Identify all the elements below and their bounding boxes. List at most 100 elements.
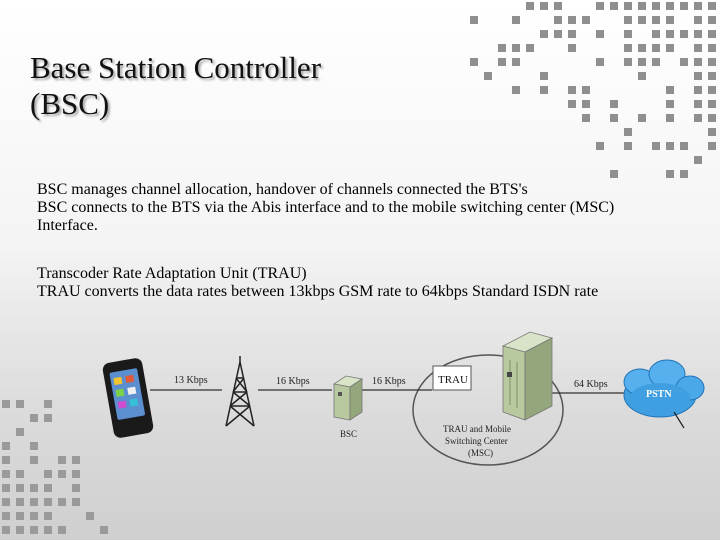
decor-square (652, 2, 660, 10)
decor-square (568, 16, 576, 24)
label-16kbps-bts: 16 Kbps (276, 376, 310, 387)
decor-square (666, 16, 674, 24)
decor-square (680, 170, 688, 178)
label-bsc: BSC (340, 429, 357, 439)
decor-square (638, 72, 646, 80)
decor-square (526, 2, 534, 10)
network-diagram: 13 Kbps 16 Kbps 16 Kbps 64 Kbps BSC TRAU… (102, 331, 705, 466)
decor-square (596, 30, 604, 38)
mobile-phone-icon (102, 358, 154, 438)
paragraph-bsc-channel: BSC manages channel allocation, handover… (37, 181, 528, 198)
body-text: BSC manages channel allocation, handover… (37, 181, 707, 301)
decor-square (694, 30, 702, 38)
paragraph-trau-heading: Transcoder Rate Adaptation Unit (TRAU) (37, 265, 307, 282)
decor-square (596, 58, 604, 66)
decor-square (484, 72, 492, 80)
decor-square (470, 58, 478, 66)
label-13kbps: 13 Kbps (174, 375, 208, 386)
decor-square (30, 442, 38, 450)
decor-square (554, 2, 562, 10)
decor-square (680, 142, 688, 150)
decor-square (44, 484, 52, 492)
decor-square (16, 400, 24, 408)
decor-square (2, 498, 10, 506)
decor-square (512, 44, 520, 52)
label-msc-line3: (MSC) (468, 448, 493, 458)
trau-box (432, 365, 472, 391)
title-line-2: (BSC) (30, 86, 110, 121)
decor-square (44, 470, 52, 478)
decor-square (30, 512, 38, 520)
decor-square (16, 484, 24, 492)
decor-square (30, 414, 38, 422)
msc-ellipse (412, 354, 564, 466)
decor-square (30, 484, 38, 492)
decor-square (624, 44, 632, 52)
decor-square (610, 2, 618, 10)
decor-square (694, 100, 702, 108)
decor-square (568, 86, 576, 94)
page-title: Base Station Controller (BSC) (30, 50, 321, 122)
decor-square (512, 86, 520, 94)
decor-square (44, 414, 52, 422)
decor-square (568, 44, 576, 52)
decor-square (624, 2, 632, 10)
decor-square (72, 470, 80, 478)
decor-square (16, 526, 24, 534)
msc-cabinet-icon (501, 331, 554, 421)
decor-square (582, 100, 590, 108)
decor-square (708, 142, 716, 150)
decor-square (30, 526, 38, 534)
paragraph-bsc-abis: BSC connects to the BTS via the Abis int… (37, 199, 615, 216)
decor-square (680, 30, 688, 38)
decor-square (2, 526, 10, 534)
decor-square (638, 114, 646, 122)
decor-square (2, 442, 10, 450)
decor-square (2, 484, 10, 492)
decor-square (2, 456, 10, 464)
decor-square (2, 400, 10, 408)
decor-square (638, 2, 646, 10)
decor-square (610, 100, 618, 108)
decor-square (652, 44, 660, 52)
decor-square (694, 156, 702, 164)
decor-square (666, 86, 674, 94)
decor-square (694, 114, 702, 122)
decor-square (708, 58, 716, 66)
paragraph-trau-rates: TRAU converts the data rates between 13k… (37, 283, 599, 300)
decor-square (666, 30, 674, 38)
decor-square (666, 100, 674, 108)
label-msc-line1: TRAU and Mobile (443, 424, 511, 434)
decor-square (624, 58, 632, 66)
decor-square (2, 470, 10, 478)
decor-square (16, 512, 24, 520)
decor-square (540, 72, 548, 80)
pstn-lightning (673, 411, 685, 429)
decor-square (16, 498, 24, 506)
decor-square (498, 58, 506, 66)
decor-square (44, 498, 52, 506)
decor-square (596, 142, 604, 150)
decor-square (680, 58, 688, 66)
decor-square (512, 58, 520, 66)
decor-square (652, 30, 660, 38)
decor-square (58, 498, 66, 506)
decor-square (638, 58, 646, 66)
decor-square (30, 456, 38, 464)
decor-square (666, 2, 674, 10)
decor-square (44, 526, 52, 534)
decor-square (44, 512, 52, 520)
decor-square (624, 30, 632, 38)
decor-square (582, 114, 590, 122)
decor-square (694, 16, 702, 24)
decor-square (708, 86, 716, 94)
decor-square (708, 16, 716, 24)
decor-square (694, 2, 702, 10)
decor-square (540, 2, 548, 10)
decor-square (694, 86, 702, 94)
decor-square (16, 470, 24, 478)
decor-square (554, 16, 562, 24)
decor-square (708, 128, 716, 136)
title-line-1: Base Station Controller (30, 50, 322, 85)
